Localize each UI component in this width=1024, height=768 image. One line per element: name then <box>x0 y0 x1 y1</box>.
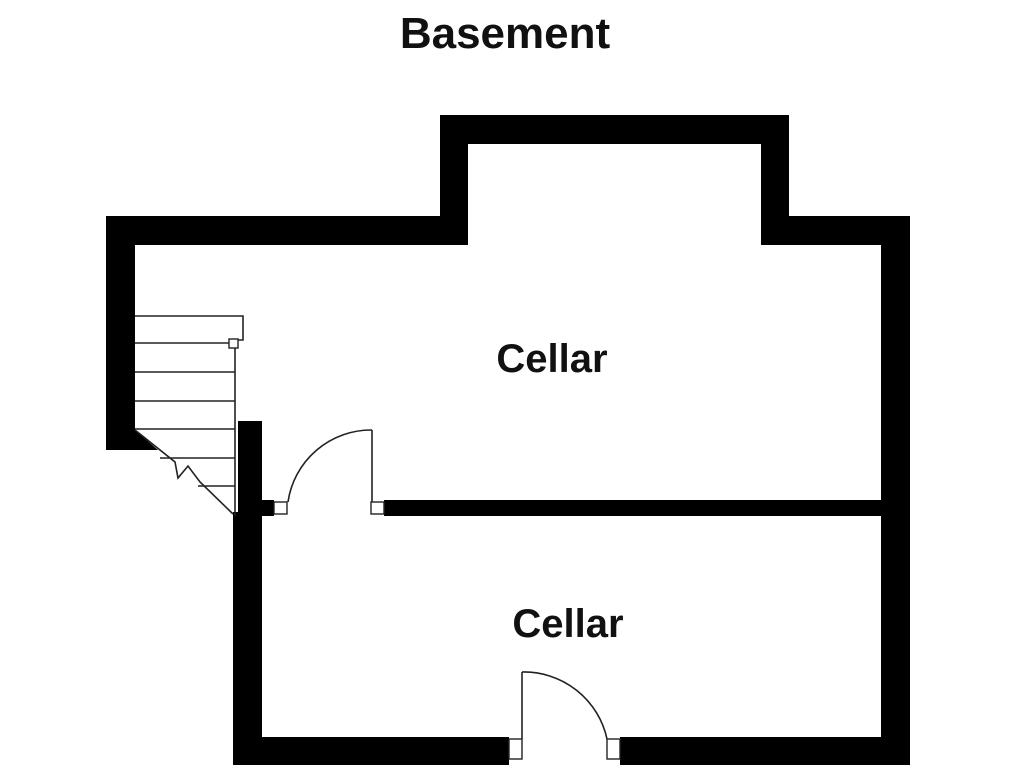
wall-stair-partition <box>238 421 262 516</box>
door-jamb <box>370 501 385 515</box>
room-label-upper-cellar: Cellar <box>496 337 607 381</box>
door-jamb <box>508 738 523 760</box>
stair-outline <box>135 315 244 516</box>
staircase <box>134 315 244 516</box>
wall-left-stair-corner <box>106 430 158 450</box>
interior-partition <box>262 500 881 516</box>
door-swing-arc <box>521 671 608 740</box>
door-exterior <box>508 671 621 760</box>
stair-newel-post <box>228 338 239 349</box>
stair-winder <box>134 429 234 515</box>
plan-title: Basement <box>400 9 611 58</box>
door-interior <box>273 429 385 515</box>
wall-top-left <box>106 216 468 245</box>
room-label-lower-cellar: Cellar <box>512 602 623 646</box>
wall-left-lower <box>233 512 262 765</box>
wall-right <box>881 216 910 765</box>
wall-bottom-left <box>233 737 509 765</box>
door-jamb <box>273 501 288 515</box>
door-swing-arc <box>287 429 373 503</box>
wall-bottom-right <box>620 737 910 765</box>
exterior-walls <box>106 115 910 765</box>
wall-left-upper <box>106 216 135 450</box>
partition-wall <box>384 500 881 516</box>
partition-stub <box>262 500 274 516</box>
wall-top-bay <box>440 115 789 144</box>
door-jamb <box>606 738 621 760</box>
